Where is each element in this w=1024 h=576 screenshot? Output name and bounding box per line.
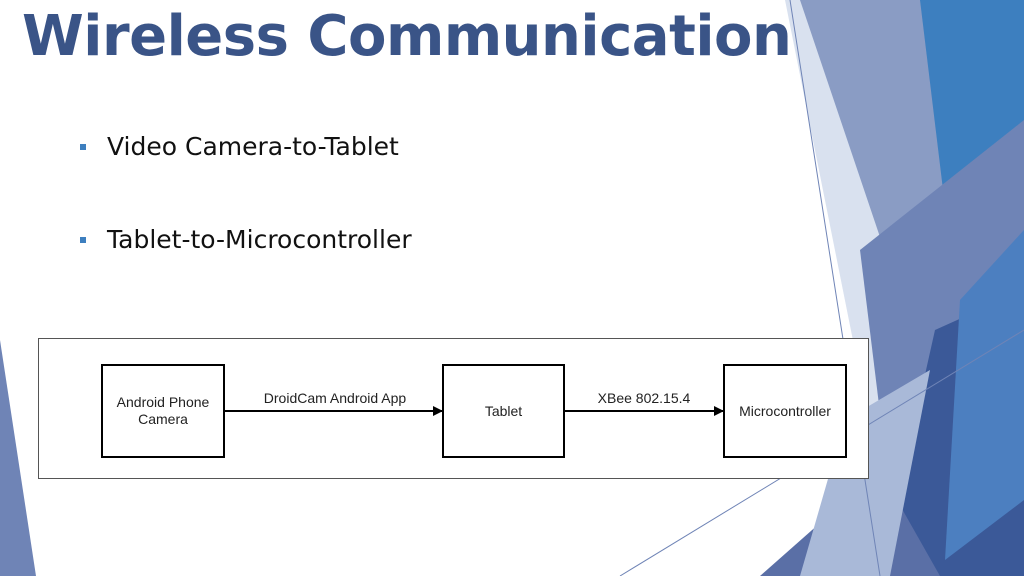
bullet-item: Video Camera-to-Tablet	[80, 132, 399, 161]
bullet-text: Video Camera-to-Tablet	[107, 132, 399, 161]
node-android-phone-camera: Android Phone Camera	[101, 364, 225, 458]
square-bullet-icon	[80, 236, 86, 243]
bullet-text: Tablet-to-Microcontroller	[107, 225, 412, 254]
node-microcontroller: Microcontroller	[723, 364, 847, 458]
bullet-item: Tablet-to-Microcontroller	[80, 225, 412, 254]
edge-label-xbee: XBee 802.15.4	[597, 390, 691, 406]
square-bullet-icon	[80, 143, 86, 150]
communication-diagram: Android Phone Camera Tablet Microcontrol…	[38, 338, 869, 479]
edge-label-droidcam: DroidCam Android App	[263, 390, 407, 406]
node-tablet: Tablet	[442, 364, 565, 458]
diagram-connectors	[225, 406, 724, 416]
slide-title: Wireless Communication	[22, 4, 792, 69]
